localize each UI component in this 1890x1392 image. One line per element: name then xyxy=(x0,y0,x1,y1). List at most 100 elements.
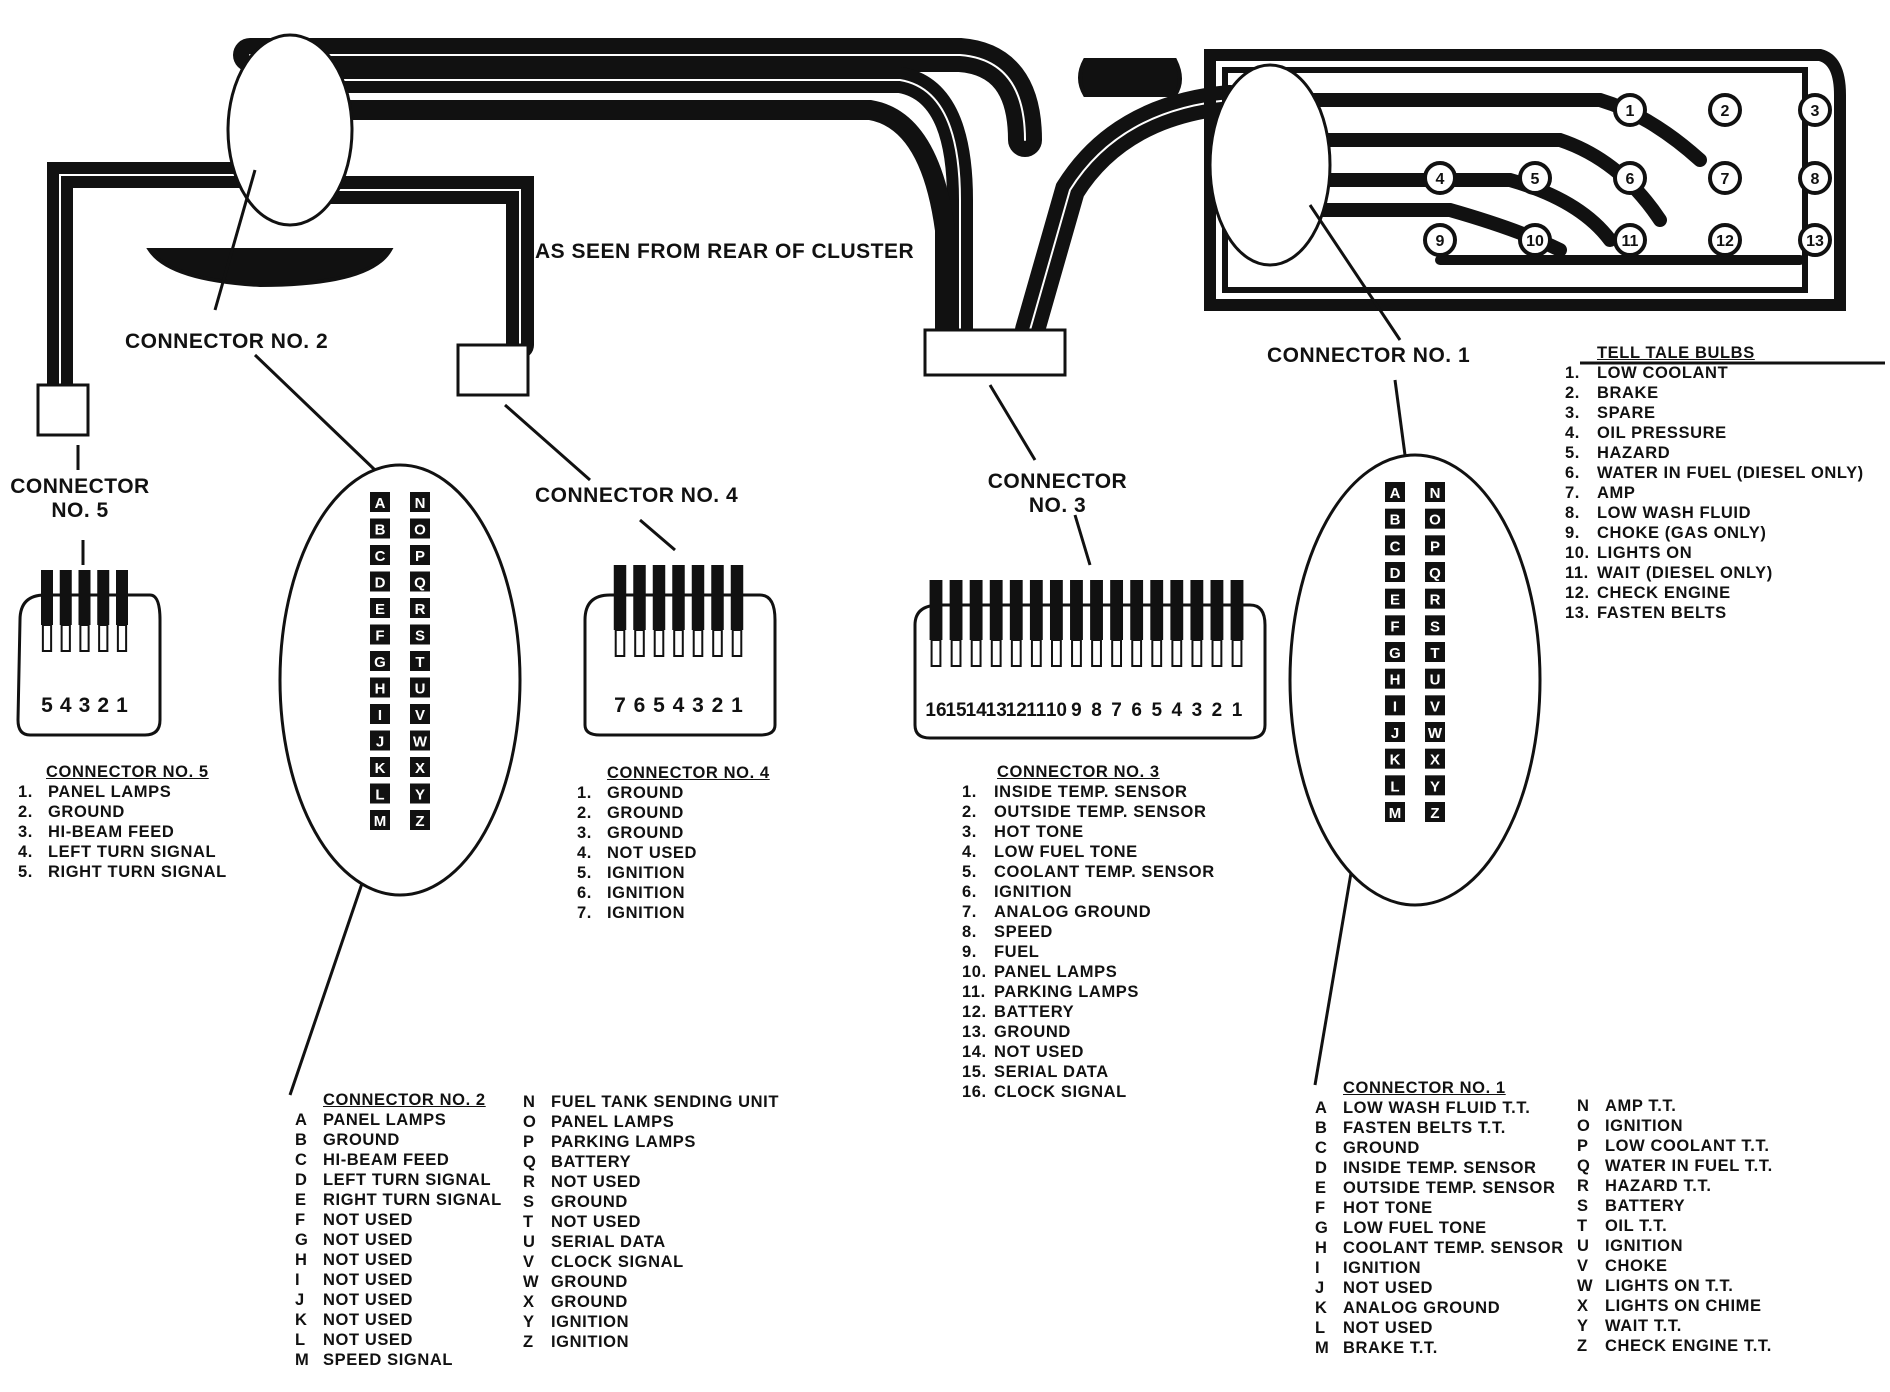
pin-letter-right: Q xyxy=(414,575,426,592)
pin-letter-left: F xyxy=(1390,618,1399,635)
pin-letter: K xyxy=(1315,1299,1328,1317)
list-item-number: 1. xyxy=(577,784,592,802)
bulb-socket xyxy=(1708,93,1742,127)
pin-letter-right: P xyxy=(415,548,425,565)
pin-function: IGNITION xyxy=(1605,1237,1684,1255)
pin-letter-left: C xyxy=(375,548,386,565)
bulb-socket xyxy=(1798,223,1832,257)
list-item-text: GROUND xyxy=(607,824,684,842)
pin-function: NOT USED xyxy=(1343,1319,1434,1337)
pin-letter: D xyxy=(295,1171,308,1189)
pin-function: IGNITION xyxy=(551,1313,630,1331)
list-item-text: WATER IN FUEL (DIESEL ONLY) xyxy=(1597,464,1864,482)
pin-letter: M xyxy=(1315,1339,1330,1357)
list-item-number: 11. xyxy=(962,983,986,1001)
bulb-socket xyxy=(1613,161,1647,195)
pin-socket xyxy=(79,624,90,652)
list-item-text: COOLANT TEMP. SENSOR xyxy=(994,863,1215,881)
pin-letter-right: W xyxy=(413,734,428,751)
wire-terminal xyxy=(1150,580,1164,640)
pin-letter: F xyxy=(295,1211,306,1229)
pin-letter-left: F xyxy=(375,628,384,645)
pin-letter: H xyxy=(295,1251,308,1269)
list-item-text: SPEED xyxy=(994,923,1053,941)
list-item-text: IGNITION xyxy=(607,884,686,902)
pin-letter: O xyxy=(1577,1117,1591,1135)
pin-cell xyxy=(1425,508,1445,529)
pin-cell xyxy=(1385,748,1405,769)
list-item-number: 5. xyxy=(1565,444,1580,462)
pin-letter-left: H xyxy=(1390,672,1401,689)
pin-socket xyxy=(1030,639,1042,667)
pin-cell xyxy=(1425,615,1445,636)
pin-letter: Y xyxy=(523,1313,535,1331)
pin-socket xyxy=(731,629,743,657)
pin-letter-left: B xyxy=(375,522,386,539)
pin-function: LOW COOLANT T.T. xyxy=(1605,1137,1770,1155)
pin-letter-left: J xyxy=(1391,725,1399,742)
list-item: 13.FASTEN BELTS xyxy=(1565,603,1864,623)
list-item-text: SERIAL DATA xyxy=(994,1063,1109,1081)
list-item-number: 1. xyxy=(18,783,33,801)
pin-number: 4 xyxy=(60,694,72,717)
list-item-text: HAZARD xyxy=(1597,444,1671,462)
wire-terminal xyxy=(1130,580,1144,640)
pin-number: 14 xyxy=(966,700,988,721)
connector-3-label-line1: CONNECTOR xyxy=(987,470,1128,493)
pin-socket xyxy=(1171,639,1183,667)
pin-letter-left: C xyxy=(1390,538,1401,555)
pin-cell xyxy=(1385,802,1405,822)
pin-cell xyxy=(410,598,430,618)
connector-3-label-line2: NO. 3 xyxy=(1028,494,1087,517)
list-item-text: OIL PRESSURE xyxy=(1597,424,1727,442)
pin-letter: Q xyxy=(523,1153,537,1171)
list-item-number: 12. xyxy=(1565,584,1590,602)
pin-letter-right: Z xyxy=(415,813,424,830)
list-item-text: AMP xyxy=(1597,484,1636,502)
list-item-number: 6. xyxy=(962,883,977,901)
list-item: 14.NOT USED xyxy=(962,1042,1215,1062)
pin-letter: R xyxy=(523,1173,536,1191)
pin-function: NOT USED xyxy=(323,1251,414,1269)
pin-function: WAIT T.T. xyxy=(1605,1317,1682,1335)
bulb-number: 9 xyxy=(1436,233,1445,250)
pin-letter: Q xyxy=(1577,1157,1591,1175)
pin-function: PARKING LAMPS xyxy=(551,1133,696,1151)
bulb-socket xyxy=(1798,93,1832,127)
pin-socket xyxy=(1010,639,1022,667)
list-item: 3.GROUND xyxy=(577,823,770,843)
pin-function: LOW WASH FLUID T.T. xyxy=(1343,1099,1531,1117)
pin-function: PANEL LAMPS xyxy=(551,1113,675,1131)
pin-number: 3 xyxy=(692,694,704,717)
connector-5-label-line1: CONNECTOR xyxy=(10,475,150,498)
pin-socket xyxy=(930,639,942,667)
list-item: 1.INSIDE TEMP. SENSOR xyxy=(962,782,1215,802)
list-item-text: SPARE xyxy=(1597,404,1656,422)
pin-socket xyxy=(712,629,723,657)
list-item: 3.HOT TONE xyxy=(962,822,1215,842)
wire-terminal xyxy=(1170,580,1184,640)
pin-cell xyxy=(1425,642,1445,662)
pin-letter-right: V xyxy=(1430,698,1440,715)
wire-terminal xyxy=(949,580,963,640)
pin-letter-left: K xyxy=(375,760,386,777)
list-item-text: LEFT TURN SIGNAL xyxy=(48,843,217,861)
list-item: 15.SERIAL DATA xyxy=(962,1062,1215,1082)
pin-letter-left: A xyxy=(1390,485,1401,502)
pin-letter-left: I xyxy=(1393,698,1397,715)
pin-function: SPEED SIGNAL xyxy=(323,1351,454,1369)
wire-terminal xyxy=(41,570,53,625)
bulb-number: 7 xyxy=(1721,171,1730,188)
pin-function: NOT USED xyxy=(323,1311,414,1329)
